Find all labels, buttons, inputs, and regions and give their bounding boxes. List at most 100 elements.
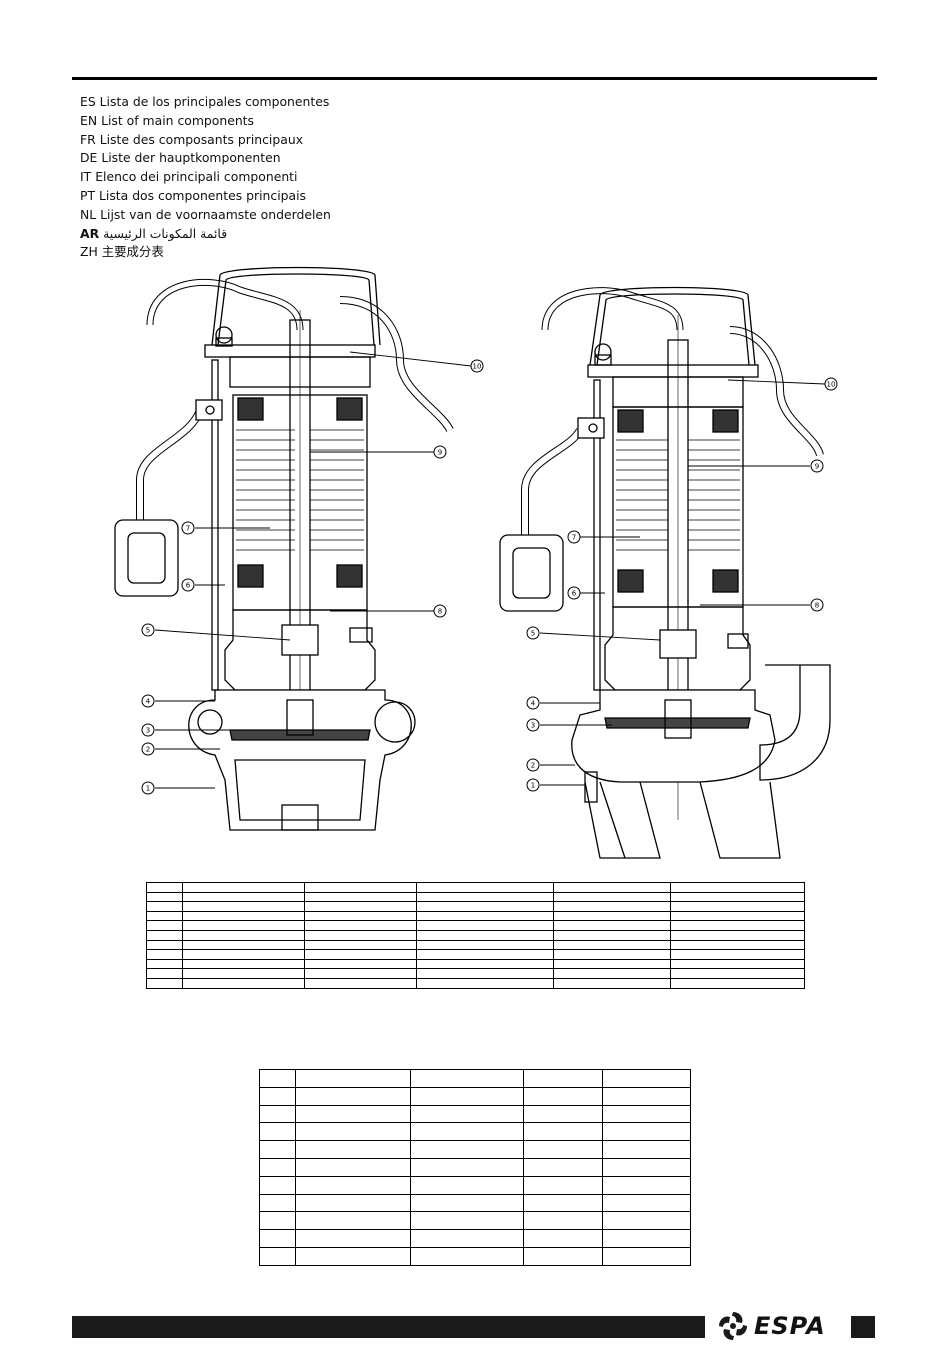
table-cell (259, 1104, 296, 1124)
table-cell (523, 1246, 603, 1266)
table-row (146, 910, 805, 922)
table-cell (295, 1140, 411, 1159)
table-cell (259, 1122, 296, 1142)
table-cell (416, 882, 554, 893)
table-cell (146, 929, 183, 941)
lang-en: EN List of main components (80, 112, 254, 128)
table-cell (410, 1157, 524, 1177)
table-cell (553, 901, 671, 912)
lang-es: ES Lista de los principales componentes (80, 94, 330, 109)
table-cell (670, 910, 805, 922)
table-row (259, 1140, 691, 1159)
table-row (259, 1229, 691, 1248)
table-cell (295, 1122, 411, 1142)
espa-swirl-icon (719, 1312, 747, 1340)
lang-it: IT Elenco dei principali componenti (80, 169, 298, 185)
table-cell (146, 939, 183, 951)
table-cell (410, 1229, 524, 1248)
table-cell (304, 929, 417, 941)
table-cell (670, 977, 805, 989)
table-cell (146, 958, 183, 970)
table-row (259, 1104, 691, 1124)
table-row (259, 1175, 691, 1195)
lang-de: DE Liste der hauptkomponenten (80, 150, 281, 166)
table-cell (602, 1157, 691, 1177)
table-cell (146, 891, 183, 903)
espa-logo: ESPA (716, 1308, 826, 1344)
table-row (146, 939, 805, 951)
table-cell (259, 1140, 296, 1159)
table-cell (553, 891, 671, 903)
table-row (146, 882, 805, 893)
table-row (259, 1193, 691, 1213)
table-cell (182, 882, 305, 893)
table-cell (146, 968, 183, 979)
table-cell (523, 1104, 603, 1124)
table-row (146, 949, 805, 960)
table-cell (553, 968, 671, 979)
table-cell (182, 949, 305, 960)
table-cell (410, 1246, 524, 1266)
brand-name: ESPA (754, 1312, 826, 1340)
table-cell (553, 939, 671, 951)
table-cell (410, 1211, 524, 1231)
lang-zh: ZH 主要成分表 (80, 244, 164, 260)
table-cell (416, 949, 554, 960)
table-cell (523, 1140, 603, 1159)
table-cell (410, 1086, 524, 1106)
table-cell (295, 1104, 411, 1124)
table-row (259, 1122, 691, 1142)
table-cell (295, 1229, 411, 1248)
table-cell (602, 1140, 691, 1159)
table-cell (553, 929, 671, 941)
components-table-2 (259, 1069, 691, 1266)
table-cell (553, 882, 671, 893)
table-cell (523, 1122, 603, 1142)
table-cell (416, 968, 554, 979)
table-cell (182, 929, 305, 941)
table-cell (182, 958, 305, 970)
table-cell (416, 891, 554, 903)
table-cell (410, 1140, 524, 1159)
table-cell (304, 949, 417, 960)
table-row (146, 920, 805, 931)
table-row (259, 1157, 691, 1177)
table-cell (416, 901, 554, 912)
table-cell (416, 910, 554, 922)
table-row (146, 968, 805, 979)
table-cell (670, 949, 805, 960)
table-cell (182, 968, 305, 979)
table-cell (602, 1175, 691, 1195)
table-cell (304, 891, 417, 903)
table-cell (304, 958, 417, 970)
table-cell (295, 1175, 411, 1195)
table-cell (146, 977, 183, 989)
table-cell (182, 939, 305, 951)
table-cell (146, 901, 183, 912)
table-cell (416, 920, 554, 931)
table-cell (410, 1193, 524, 1213)
table-cell (146, 882, 183, 893)
table-cell (146, 920, 183, 931)
table-cell (182, 901, 305, 912)
table-cell (602, 1086, 691, 1106)
table-cell (553, 910, 671, 922)
table-cell (602, 1229, 691, 1248)
left-pump (114, 266, 454, 831)
table-cell (523, 1193, 603, 1213)
table-cell (670, 882, 805, 893)
table-row (259, 1246, 691, 1266)
table-row (146, 977, 805, 989)
table-cell (295, 1069, 411, 1088)
table-row (146, 929, 805, 941)
table-cell (146, 910, 183, 922)
table-cell (602, 1069, 691, 1088)
table-cell (295, 1193, 411, 1213)
table-row (146, 901, 805, 912)
table-cell (416, 977, 554, 989)
table-cell (602, 1122, 691, 1142)
table-cell (553, 958, 671, 970)
table-cell (670, 929, 805, 941)
table-cell (523, 1211, 603, 1231)
